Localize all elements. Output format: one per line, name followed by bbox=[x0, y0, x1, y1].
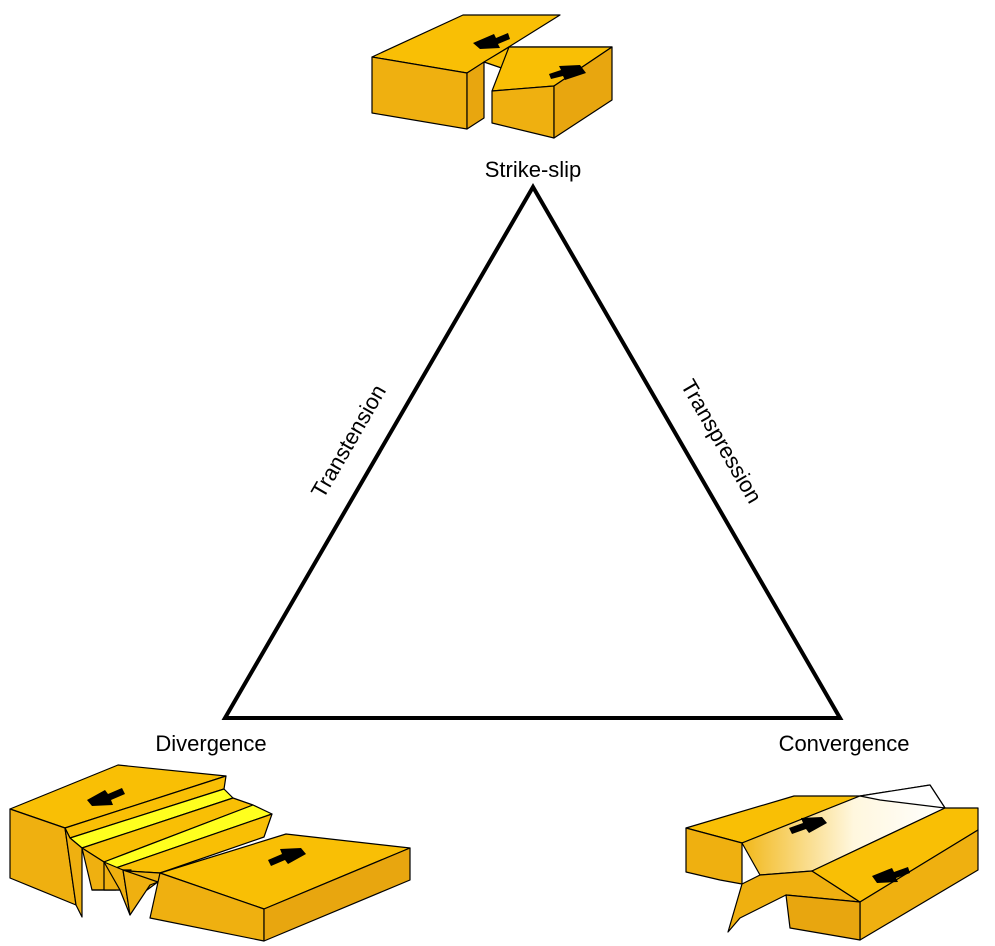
divergence-right-block-side bbox=[263, 847, 411, 942]
divergence-arrow-left-icon bbox=[87, 788, 125, 806]
divergence-right-block-front bbox=[149, 872, 265, 942]
strike-slip-front-block-front bbox=[491, 85, 555, 139]
convergence-block-diagram bbox=[685, 784, 979, 941]
convergence-left-block-front bbox=[685, 827, 743, 885]
edge-label-transtension: Transtension bbox=[306, 380, 391, 502]
convergence-arrow-left-icon bbox=[872, 867, 910, 883]
divergence-fault-face-1 bbox=[64, 827, 83, 918]
vertex-label-strike-slip: Strike-slip bbox=[485, 157, 582, 182]
convergence-arrow-right-icon bbox=[789, 817, 827, 834]
strike-slip-back-block-side bbox=[466, 61, 485, 130]
strike-slip-front-block-side bbox=[553, 46, 613, 139]
strike-slip-arrow-left-icon bbox=[473, 33, 510, 49]
convergence-right-block-top bbox=[811, 807, 979, 903]
strike-slip-arrow-right-icon bbox=[549, 65, 586, 80]
divergence-block-diagram bbox=[9, 764, 411, 942]
tectonic-triangle bbox=[221, 183, 844, 720]
convergence-right-block-side bbox=[785, 894, 861, 941]
vertex-label-convergence: Convergence bbox=[779, 731, 910, 756]
divergence-arrow-right-icon bbox=[268, 848, 306, 866]
edge-label-transpression: Transpression bbox=[676, 375, 767, 507]
strike-slip-block-diagram bbox=[371, 14, 613, 139]
vertex-label-divergence: Divergence bbox=[155, 731, 266, 756]
